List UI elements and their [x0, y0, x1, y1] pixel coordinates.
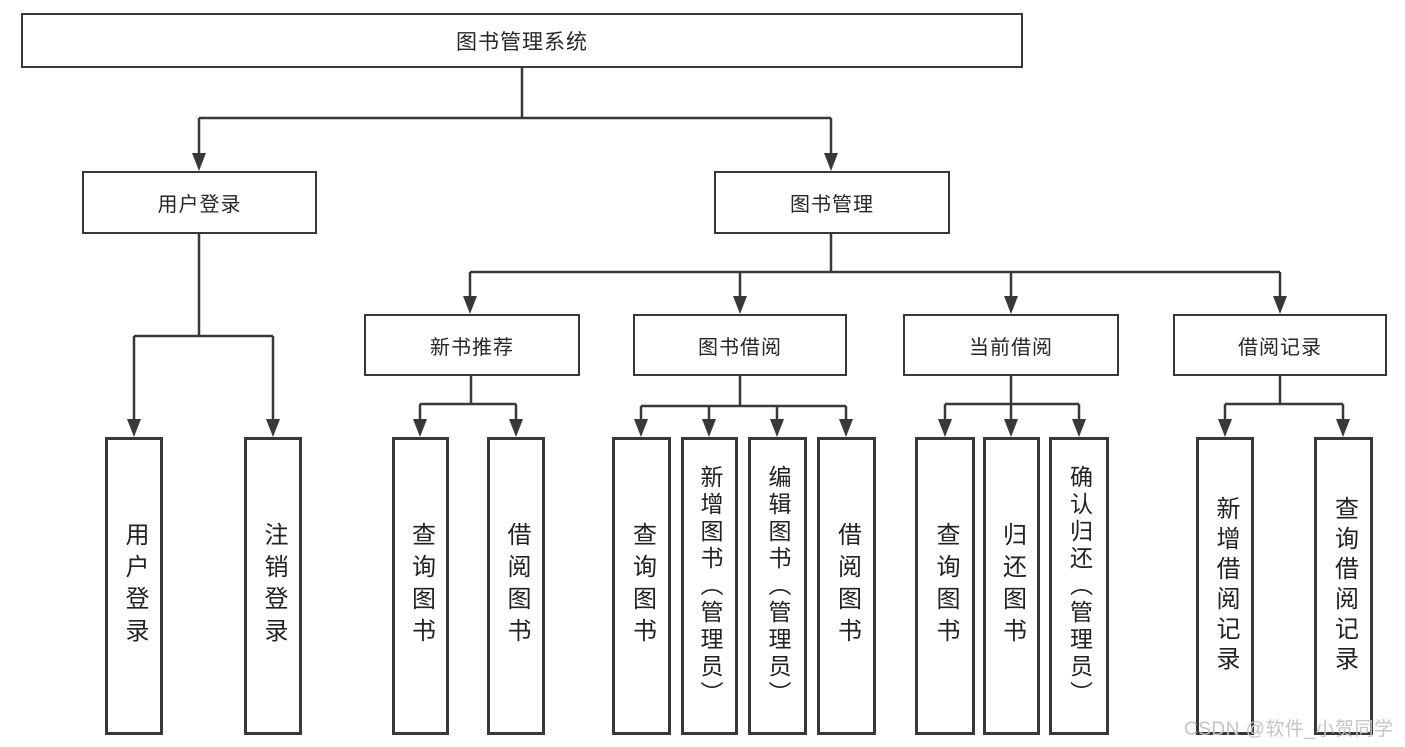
- leaf-label: 确认归还（管理员）: [1066, 464, 1093, 708]
- leaf-logout: 注销登录: [244, 437, 302, 735]
- node-current-borrowing: 当前借阅: [903, 314, 1119, 376]
- leaf-label: 查询图书: [628, 522, 656, 650]
- leaf-label: 归还图书: [998, 522, 1026, 650]
- leaf-edit-book-admin: 编辑图书（管理员）: [748, 437, 807, 735]
- leaf-add-book-admin: 新增图书（管理员）: [681, 437, 738, 735]
- node-book-management: 图书管理: [714, 171, 950, 234]
- connector-new-book-recommend-to-leaves: [413, 376, 523, 437]
- node-root-system: 图书管理系统: [21, 13, 1023, 68]
- connector-root-to-level2: [192, 68, 838, 171]
- leaf-confirm-return-admin: 确认归还（管理员）: [1049, 437, 1109, 735]
- leaf-label: 新增图书（管理员）: [697, 464, 723, 708]
- leaf-borrow-books: 借阅图书: [817, 437, 876, 735]
- leaf-label: 查询图书: [407, 522, 435, 650]
- leaf-label: 注销登录: [260, 522, 287, 650]
- node-borrow-records: 借阅记录: [1173, 314, 1387, 376]
- leaf-user-login: 用户登录: [105, 437, 163, 735]
- connector-book-management-to-level3: [463, 234, 1287, 314]
- leaf-label: 编辑图书（管理员）: [765, 464, 791, 708]
- leaf-query-books-current: 查询图书: [915, 437, 975, 735]
- leaf-label: 借阅图书: [833, 522, 861, 650]
- leaf-label: 查询图书: [932, 522, 959, 650]
- connector-user-login-to-leaves: [127, 234, 280, 437]
- csdn-watermark: CSDN @软件_小贺同学: [1184, 719, 1394, 740]
- leaf-label: 借阅图书: [503, 522, 530, 650]
- leaf-query-books-recommend: 查询图书: [392, 437, 449, 735]
- leaf-return-book: 归还图书: [983, 437, 1040, 735]
- leaf-add-borrow-record: 新增借阅记录: [1196, 437, 1254, 735]
- connector-borrow-records-to-leaves: [1218, 376, 1350, 437]
- node-user-login: 用户登录: [82, 171, 317, 234]
- leaf-borrow-books-recommend: 借阅图书: [487, 437, 545, 735]
- connector-book-borrowing-to-leaves: [634, 376, 853, 437]
- connector-current-borrowing-to-leaves: [938, 376, 1086, 437]
- leaf-query-borrow-record: 查询借阅记录: [1314, 437, 1373, 735]
- node-book-borrowing: 图书借阅: [633, 314, 847, 376]
- node-new-book-recommend: 新书推荐: [364, 314, 580, 376]
- leaf-label: 查询借阅记录: [1330, 496, 1358, 676]
- leaf-label: 新增借阅记录: [1212, 496, 1239, 676]
- leaf-label: 用户登录: [121, 522, 148, 650]
- leaf-query-books-borrowing: 查询图书: [612, 437, 671, 735]
